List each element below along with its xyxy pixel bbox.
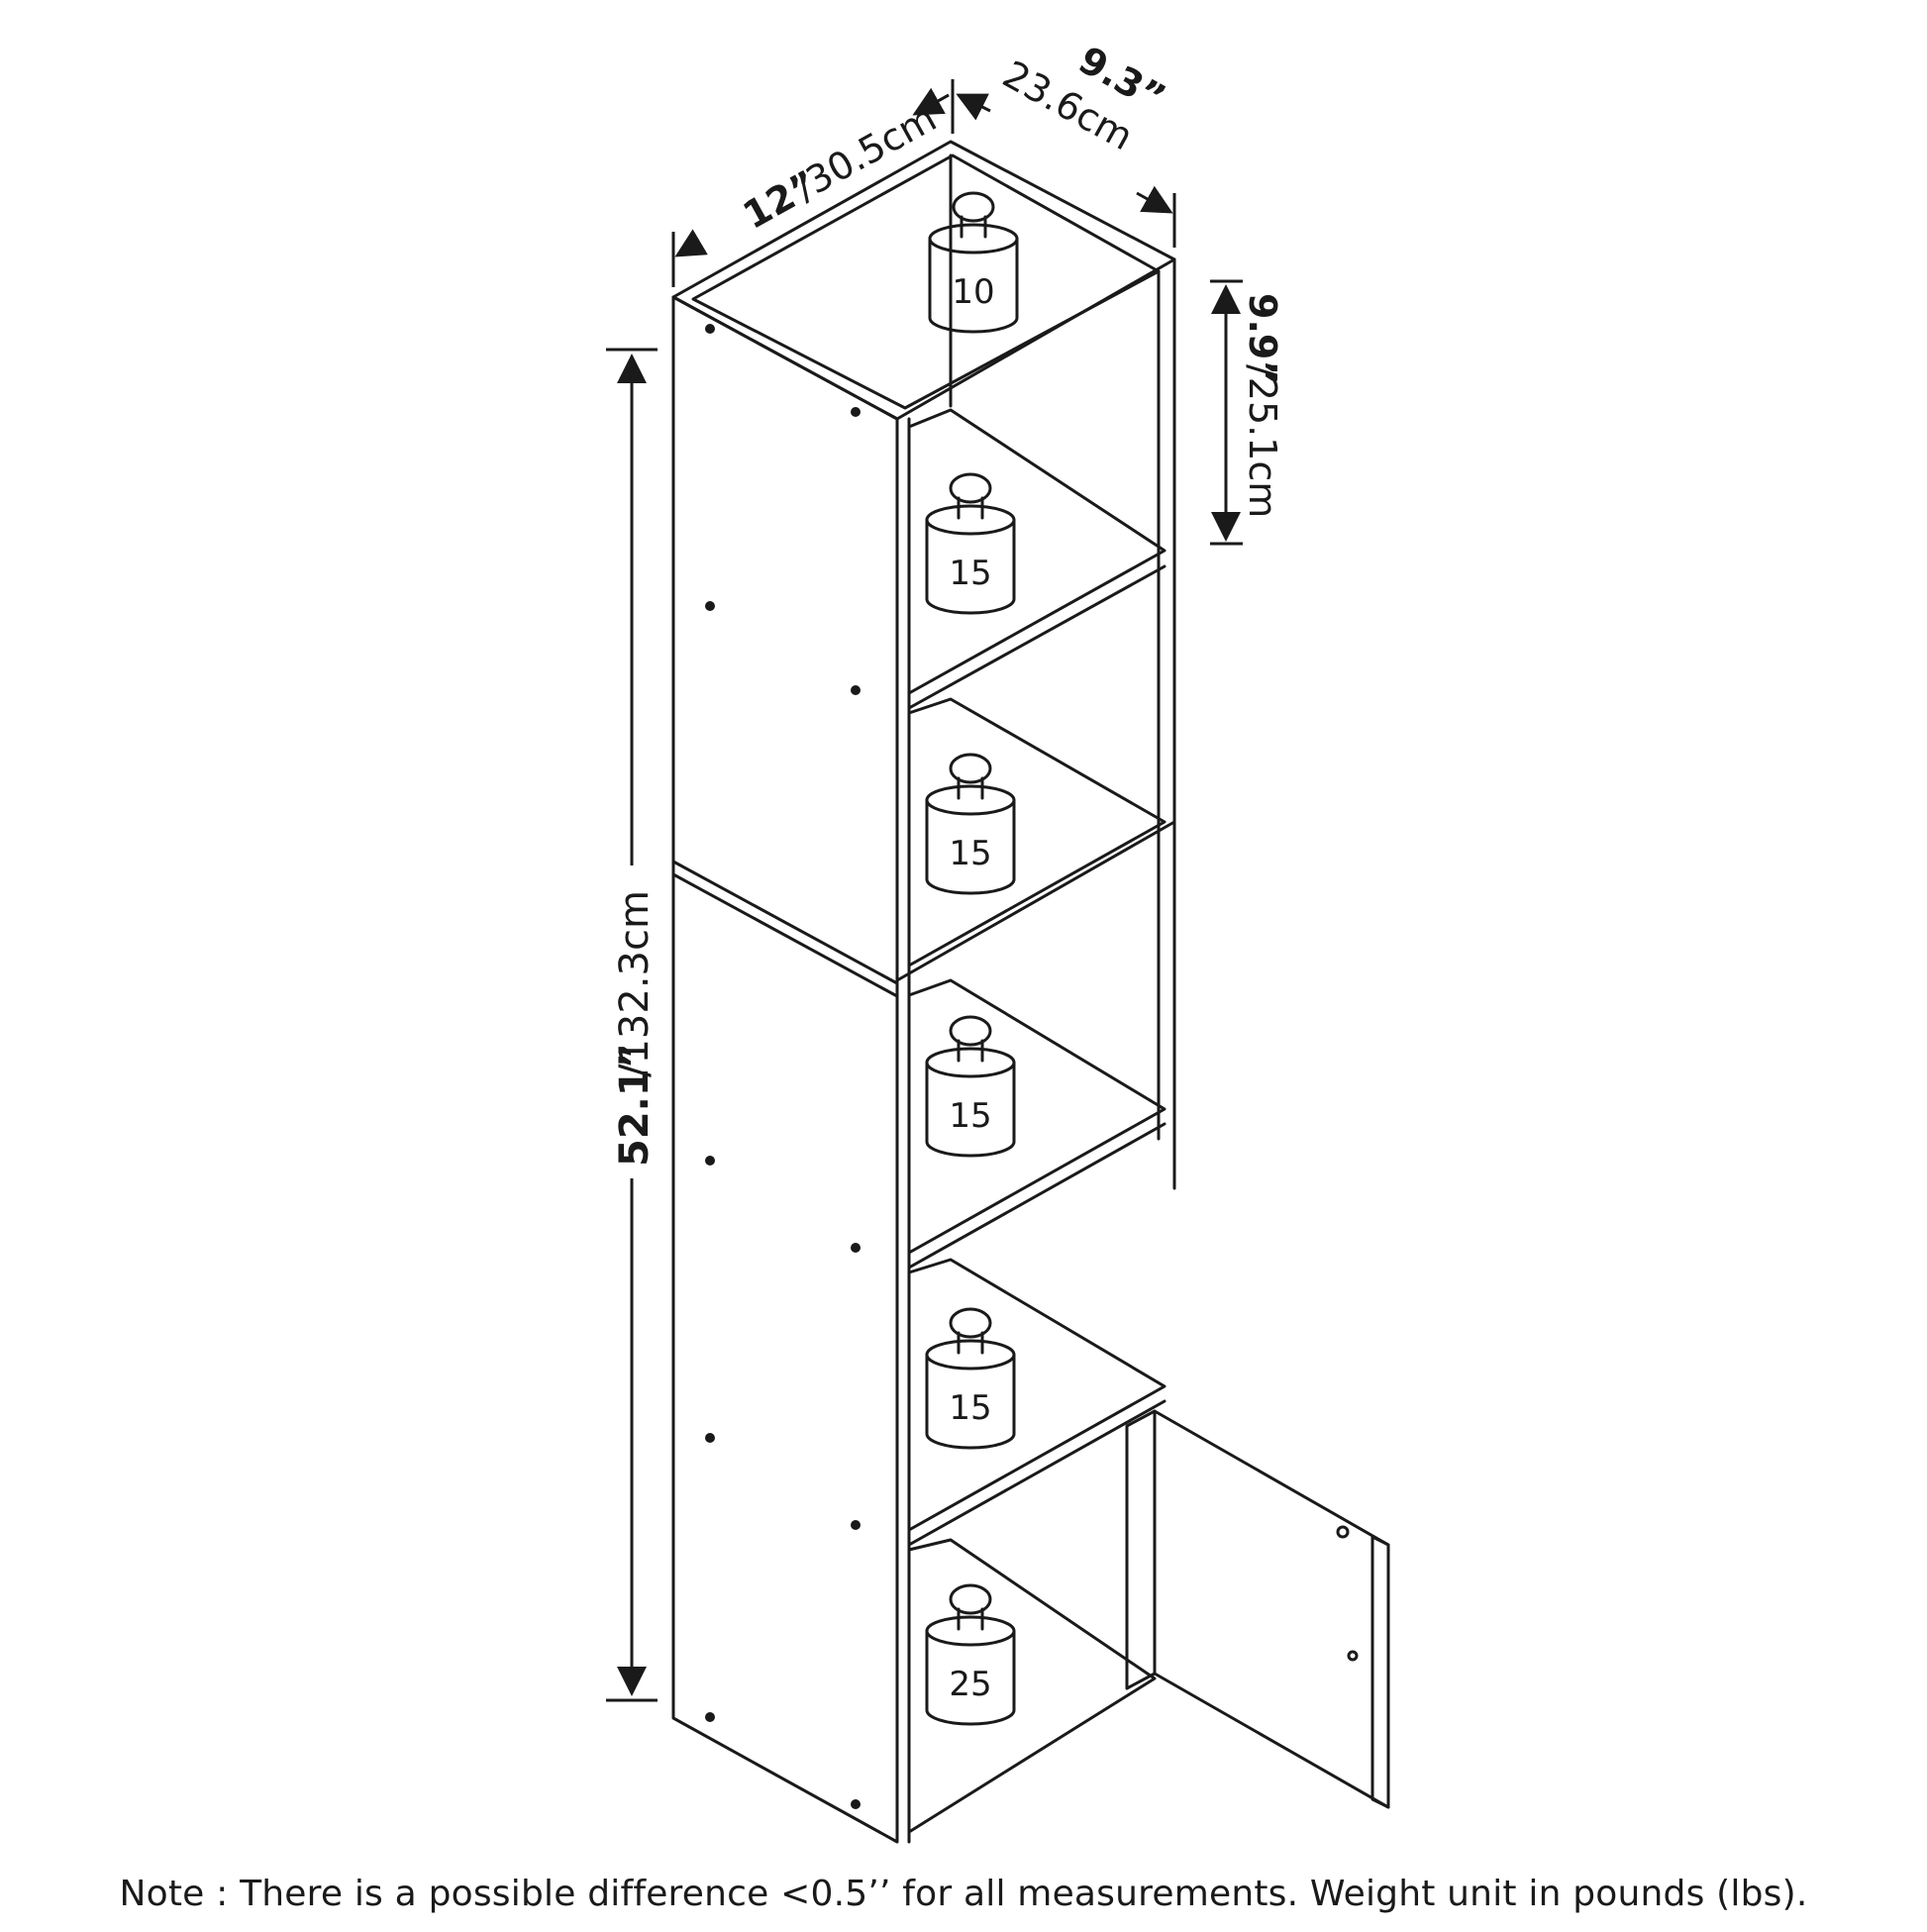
width-cm-label: /30.5cm	[788, 96, 944, 209]
weight-5: 15	[925, 1307, 1016, 1450]
shelf-4	[907, 1258, 1166, 1532]
total-height-cm-label: /132.3cm	[612, 890, 658, 1077]
left-side-panel	[671, 295, 899, 1844]
weight-3: 15	[925, 753, 1016, 895]
shelf-height-cm-label: /25.1cm	[1241, 364, 1284, 518]
dowel-holes	[705, 324, 861, 1809]
weight-2: 15	[925, 472, 1016, 615]
weight-label: 15	[949, 834, 991, 873]
weight-label: 10	[952, 272, 994, 312]
dimension-lines	[606, 79, 1243, 1702]
weight-6: 25	[925, 1583, 1016, 1726]
door-hinge-marks	[1336, 1525, 1359, 1662]
weight-label: 15	[949, 554, 991, 593]
top-panel	[671, 140, 1176, 421]
weight-label: 25	[949, 1665, 991, 1704]
weight-1: 10	[928, 191, 1019, 334]
shelf-1	[907, 408, 1166, 695]
bottom-shelf	[907, 1538, 1157, 1834]
shelf-2	[907, 697, 1166, 967]
weight-label: 15	[949, 1388, 991, 1428]
weight-4: 15	[925, 1015, 1016, 1158]
measurement-note: Note : There is a possible difference <0…	[119, 1874, 1808, 1914]
shelf-3	[907, 978, 1166, 1255]
module-seam	[671, 860, 899, 985]
total-height-inches-label: 52.1”	[612, 1043, 658, 1167]
weight-label: 15	[949, 1096, 991, 1136]
bookshelf-outline	[671, 140, 1390, 1844]
cabinet-door	[1125, 1409, 1390, 1809]
shelf-height-inches-label: 9.9”	[1241, 293, 1284, 384]
weights-group: 10 15 15 15 15 25	[925, 191, 1019, 1726]
